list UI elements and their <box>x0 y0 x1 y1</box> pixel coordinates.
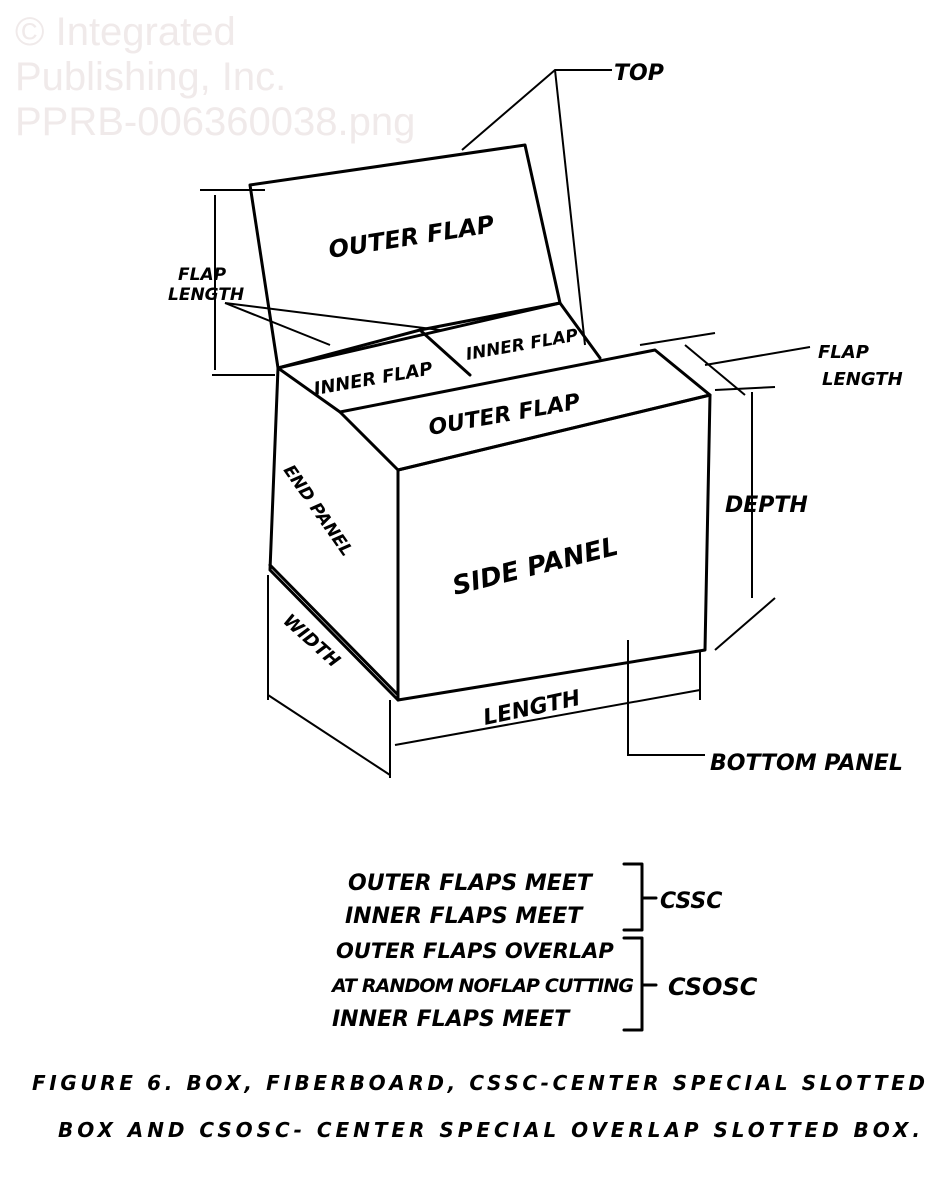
legend-csosc-line-1: OUTER FLAPS OVERLAP <box>336 939 614 963</box>
label-length: LENGTH <box>481 686 583 731</box>
label-flap-length-left-1: FLAP <box>178 265 227 285</box>
legend-cssc-line-2: INNER FLAPS MEET <box>345 904 584 929</box>
watermark-line-1: © Integrated <box>15 10 236 54</box>
label-outer-flap-top: OUTER FLAP <box>327 210 497 264</box>
outer-flap-top-shape <box>248 143 562 370</box>
label-side-panel: SIDE PANEL <box>449 532 621 602</box>
legend: OUTER FLAPS MEET INNER FLAPS MEET CSSC O… <box>330 871 758 1032</box>
end-panel-shape <box>268 366 400 702</box>
label-depth: DEPTH <box>725 493 808 518</box>
legend-cssc-line-1: OUTER FLAPS MEET <box>348 871 594 896</box>
legend-cssc: CSSC <box>660 889 722 914</box>
watermark-line-3: PPRB-006360038.png <box>15 100 415 144</box>
label-flap-length-right-1: FLAP <box>818 342 869 363</box>
label-inner-flap-left: INNER FLAP <box>312 358 434 400</box>
watermark: © Integrated Publishing, Inc. PPRB-00636… <box>15 10 415 144</box>
label-outer-flap-front: OUTER FLAP <box>427 390 582 441</box>
legend-csosc-line-3: INNER FLAPS MEET <box>332 1007 571 1032</box>
label-top: TOP <box>614 61 664 86</box>
caption-line-2: BOX AND CSOSC- CENTER SPECIAL OVERLAP SL… <box>58 1118 920 1142</box>
outer-flap-front-shape <box>338 348 712 472</box>
label-end-panel: END PANEL <box>279 461 357 560</box>
label-width: WIDTH <box>279 610 344 672</box>
label-flap-length-right-2: LENGTH <box>822 369 903 390</box>
watermark-line-2: Publishing, Inc. <box>15 55 286 99</box>
cssc-bracket <box>622 862 644 932</box>
label-inner-flap-right: INNER FLAP <box>464 325 580 364</box>
legend-csosc: CSOSC <box>668 973 758 1001</box>
legend-csosc-line-2: AT RANDOM NOFLAP CUTTING <box>330 975 634 997</box>
label-bottom-panel: BOTTOM PANEL <box>710 751 903 776</box>
caption-line-1: FIGURE 6. BOX, FIBERBOARD, CSSC-CENTER S… <box>32 1071 925 1095</box>
box-drawing <box>200 69 811 1032</box>
label-flap-length-left-2: LENGTH <box>168 285 244 305</box>
